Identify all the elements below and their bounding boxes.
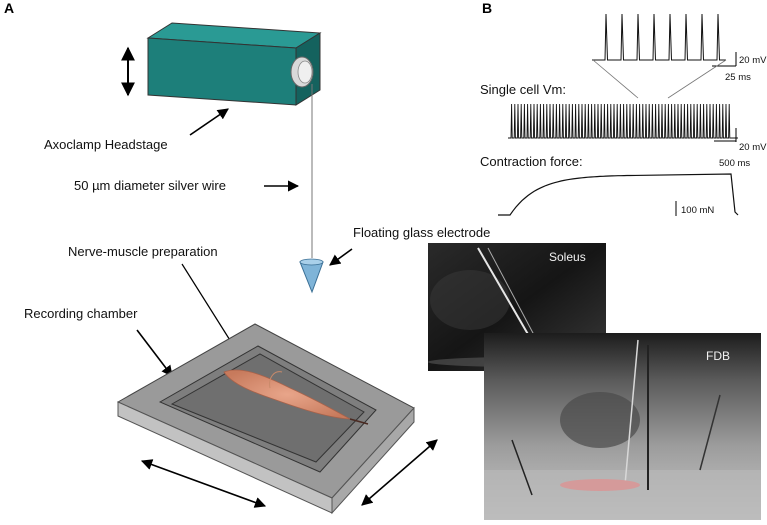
zoomed-vm-trace bbox=[592, 13, 726, 61]
depth-motion-arrow bbox=[361, 439, 438, 506]
electrode-arrow bbox=[329, 248, 353, 266]
soleus-label: Soleus bbox=[549, 250, 586, 264]
wire-label: 50 µm diameter silver wire bbox=[74, 178, 226, 193]
chamber-arrow bbox=[136, 329, 173, 377]
preparation-label: Nerve-muscle preparation bbox=[68, 244, 218, 259]
zoom-time-scale-label: 25 ms bbox=[725, 72, 751, 83]
zoom-connector-left bbox=[592, 59, 639, 99]
single-cell-vm-label: Single cell Vm: bbox=[480, 82, 566, 97]
force-scale-label: 100 mN bbox=[681, 205, 714, 216]
chamber-label: Recording chamber bbox=[24, 306, 138, 321]
panel-label-a: A bbox=[4, 0, 14, 16]
fdb-photo: FDB bbox=[484, 333, 761, 520]
single-cell-vm-trace bbox=[508, 103, 738, 139]
floating-glass-electrode bbox=[299, 258, 324, 294]
zoom-voltage-scale-label: 20 mV bbox=[739, 55, 767, 66]
contraction-force-trace bbox=[498, 173, 739, 216]
horizontal-motion-arrow bbox=[140, 459, 267, 508]
headstage-label: Axoclamp Headstage bbox=[44, 137, 168, 152]
contraction-force-label: Contraction force: bbox=[480, 154, 583, 169]
electrode-label: Floating glass electrode bbox=[353, 225, 490, 240]
panel-label-b: B bbox=[482, 0, 492, 16]
nerve-muscle-preparation bbox=[223, 369, 369, 425]
vm-voltage-scale-label: 20 mV bbox=[739, 142, 767, 153]
recording-chamber bbox=[116, 323, 415, 515]
fdb-label: FDB bbox=[706, 349, 730, 363]
axoclamp-headstage bbox=[146, 22, 322, 106]
headstage-arrow bbox=[189, 108, 229, 136]
vm-time-scale-label: 500 ms bbox=[719, 158, 750, 169]
zoom-connector-right bbox=[667, 59, 727, 99]
